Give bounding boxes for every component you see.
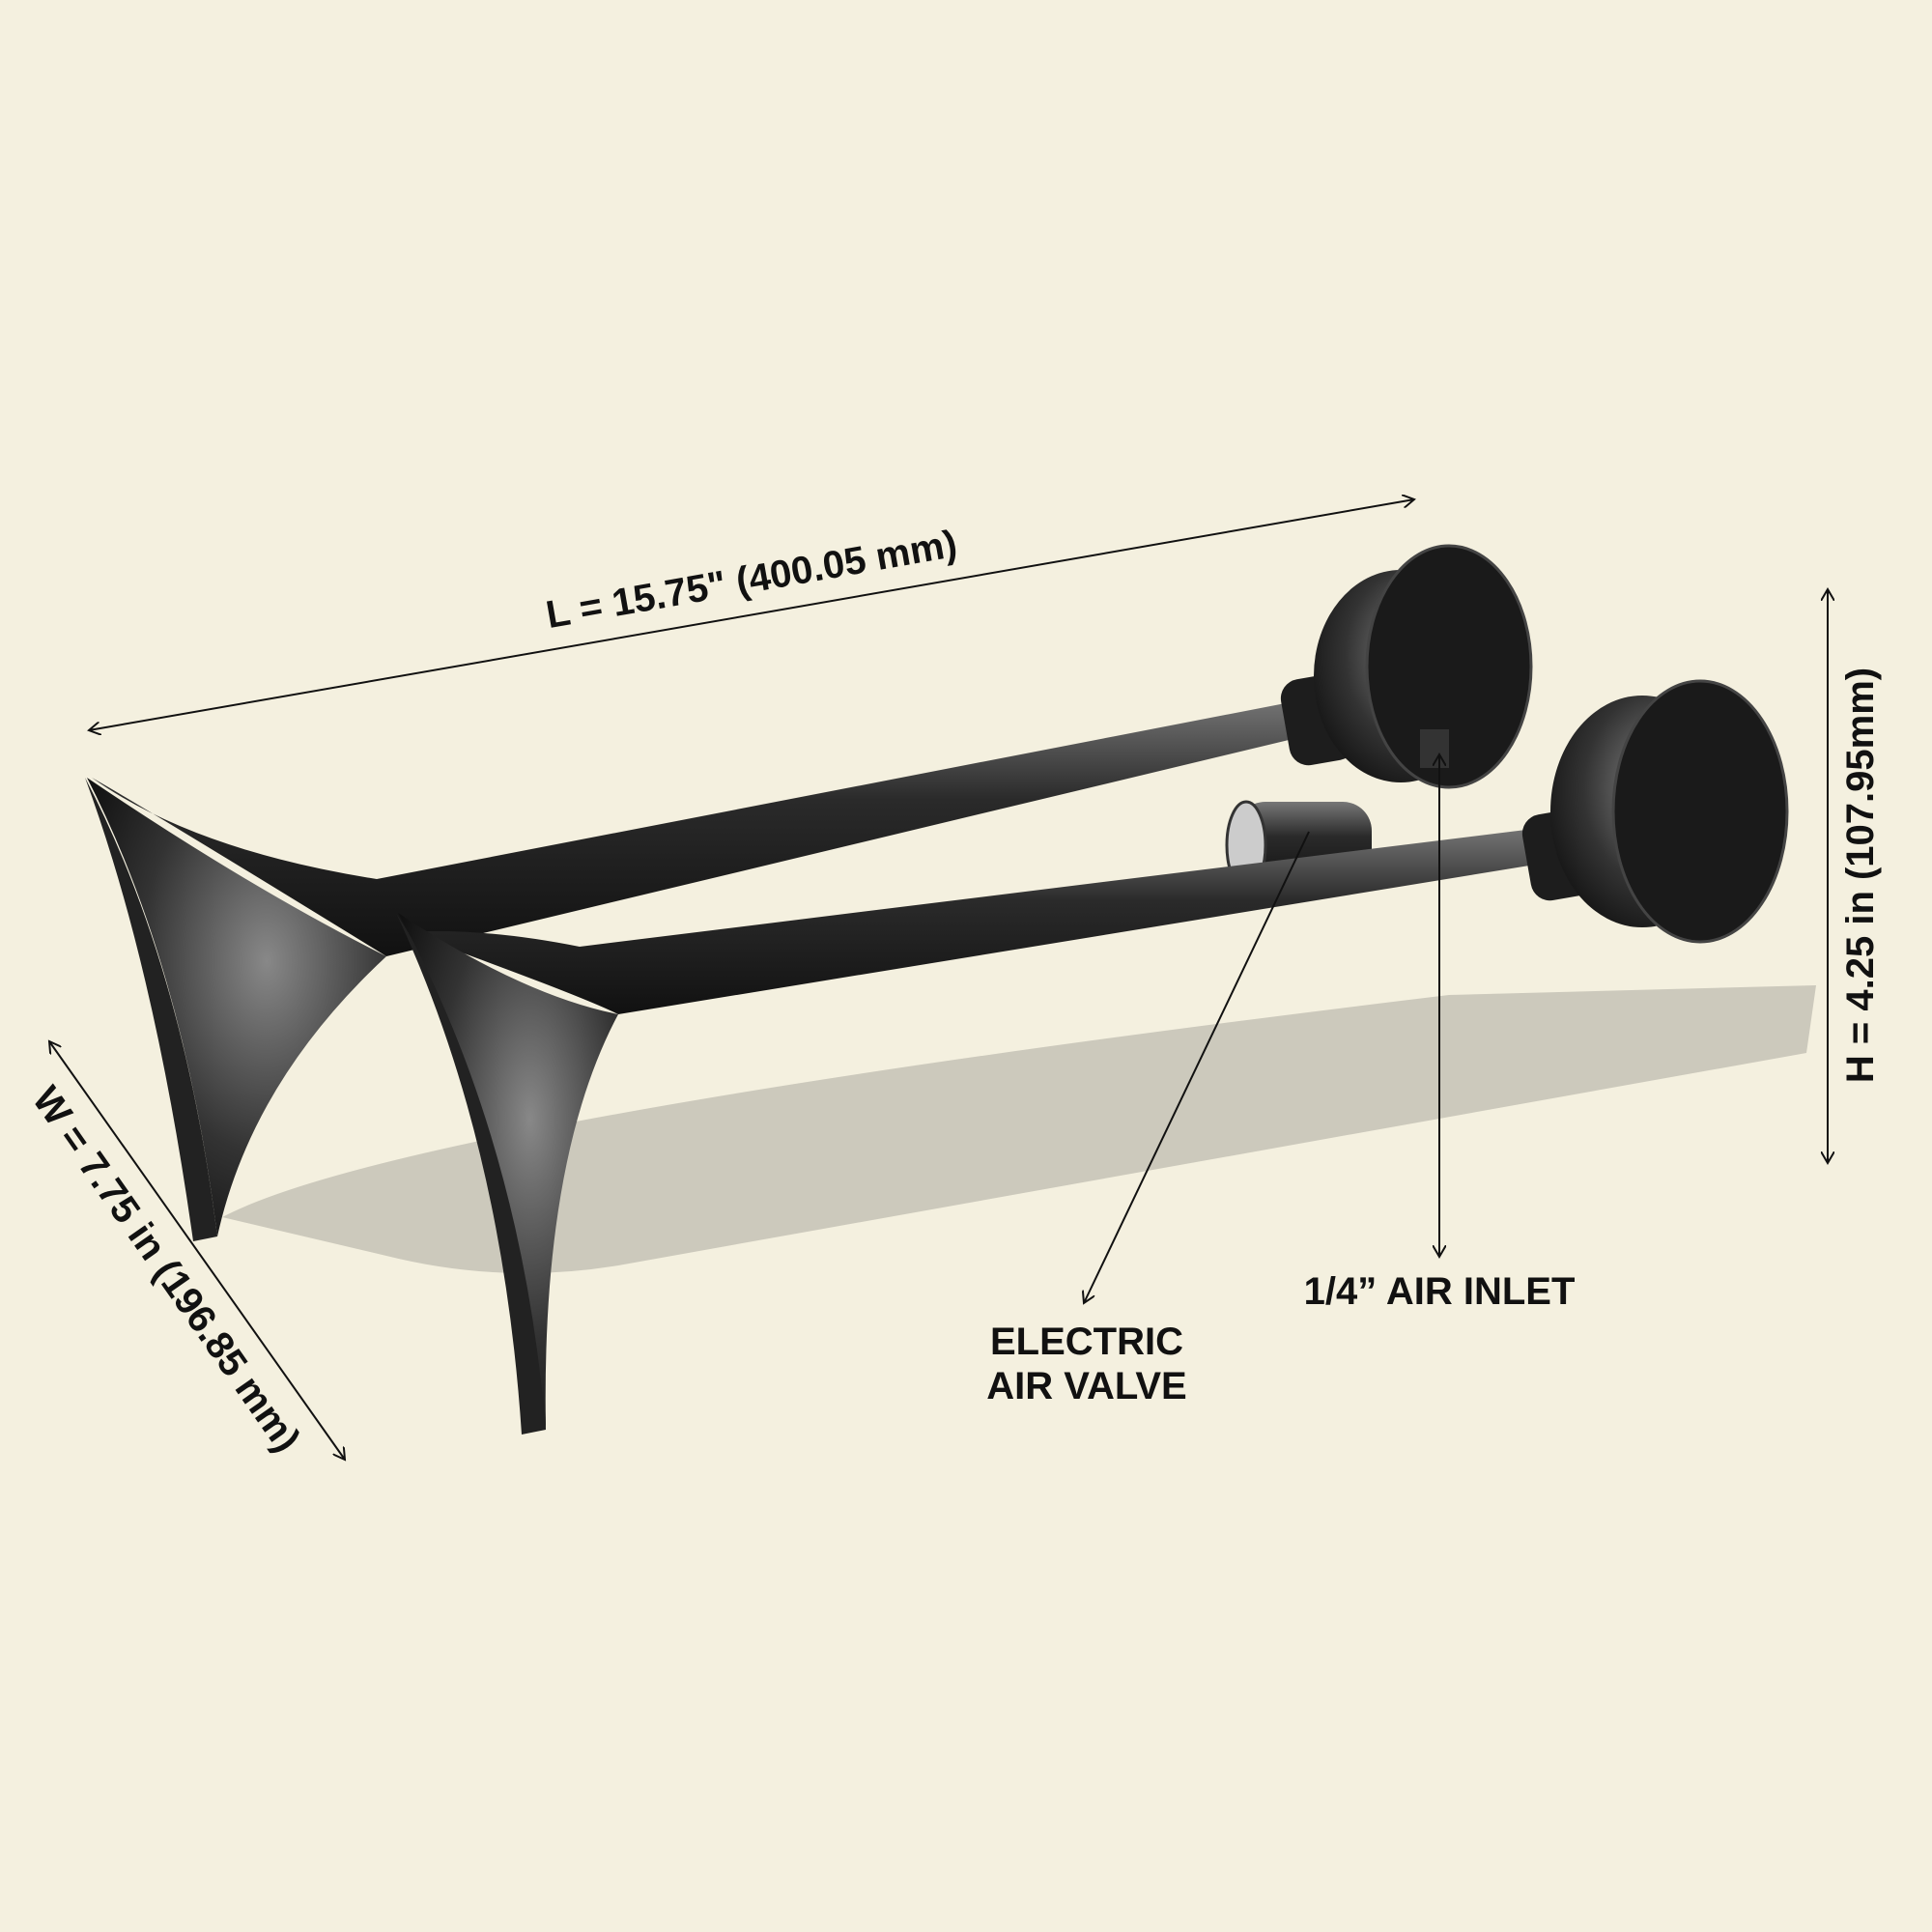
front-horn: [396, 679, 1789, 1435]
width-arrow: [49, 1041, 345, 1460]
air-inlet-label: 1/4” AIR INLET: [1303, 1270, 1576, 1313]
air-valve-arrow: [1084, 831, 1310, 1303]
shadow: [222, 985, 1816, 1273]
valve-label-line1: ELECTRIC: [989, 1321, 1183, 1363]
height-label: H = 4.25 in (107.95mm): [1839, 667, 1882, 1084]
valve-label-line2: AIR VALVE: [986, 1365, 1187, 1407]
electric-air-valve-label: ELECTRIC AIR VALVE: [986, 1320, 1186, 1408]
length-arrow: [89, 499, 1414, 730]
